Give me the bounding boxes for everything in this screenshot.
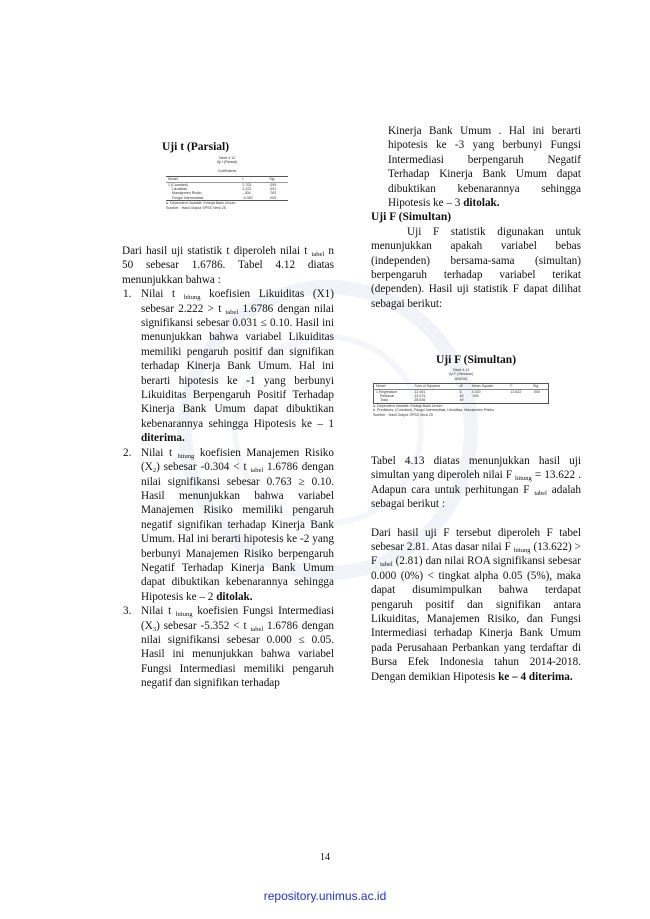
table-note: a. Dependent Variable: Kinerja Bank Umum (166, 201, 236, 206)
list-item: 3.Nilai t hitung koefisien Fungsi Interm… (123, 605, 335, 690)
col-t: t (242, 177, 244, 182)
table-caption-2: Uji F (Simultan) (448, 372, 474, 377)
list-item: 1.Nilai t hitung koefisien Likuiditas (X… (123, 288, 335, 445)
right-body-bottom: Tabel 4.13 diatas menunjukkan hasil uji … (371, 454, 581, 684)
repository-footer-link[interactable]: repository.unimus.ac.id (263, 889, 387, 903)
continuation-paragraph: Kinerja Bank Umum . Hal ini berarti hipo… (388, 125, 581, 210)
table-note: a. Dependent Variable: Kinerja Bank Umum (373, 403, 443, 408)
col-ms: Mean Square (471, 384, 494, 389)
table-row: Fungsi Intermediasi -5.352 .000 (172, 195, 277, 200)
f-result-paragraph: Tabel 4.13 diatas menunjukkan hasil uji … (371, 455, 581, 511)
heading-uji-t: Uji t (Parsial) (162, 141, 230, 153)
table-source: Sumber : Hasil Output SPSS Versi 25 (166, 205, 226, 210)
table-f-title: Uji F (Simultan) (435, 354, 517, 366)
col-ss: Sum of Squares (414, 384, 441, 389)
heading-uji-f: Uji F (Simultan) (371, 211, 452, 224)
anova-table: Model Sum of Squares df Mean Square F Si… (373, 383, 549, 404)
table-row: Likuiditas 2.222 .031 (172, 187, 277, 192)
intro-paragraph: Dari hasil uji statistik t diperoleh nil… (122, 245, 335, 286)
col-sig: Sig. (533, 384, 540, 389)
anova-title: ANOVA (454, 376, 468, 381)
coefficients-title: Coefficients (217, 168, 237, 173)
col-sig: Sig. (269, 177, 276, 182)
col-model: Model (168, 177, 178, 182)
table-source: Sumber : Hasil Output SPSS Versi 25 (373, 412, 433, 417)
coefficients-table: Model t Sig. 1 (Constant) 2.703 .009 Lik… (166, 176, 288, 202)
table-caption: Tabel 4.12 (218, 156, 236, 160)
table-note: b. Predictors: (Constant), Fungsi Interm… (373, 408, 494, 413)
list-item: 2.Nilai t hitung koefisien Manajemen Ris… (123, 446, 334, 603)
table-row: 1 (Constant) 2.703 .009 (168, 182, 277, 187)
page-number: 14 (320, 852, 330, 863)
f-intro-paragraph: Uji F statistik digunakan untuk menunjuk… (371, 225, 581, 310)
col-df: df (459, 384, 463, 389)
col-f: F (510, 384, 513, 389)
table-uji-f: Tabel 4.13 Uji F (Simultan) ANOVA Model … (373, 368, 549, 417)
table-row: Manajemen Risiko -.304 .763 (172, 191, 277, 196)
col-model: Model (376, 384, 386, 389)
table-caption-2: Uji t (Parsial) (216, 160, 238, 165)
left-body: Dari hasil uji statistik t diperoleh nil… (122, 244, 334, 691)
f-conclusion-paragraph: Dari hasil uji F tersebut diperoleh F ta… (371, 526, 581, 683)
results-list: 1.Nilai t hitung koefisien Likuiditas (X… (122, 287, 334, 690)
table-caption: Tabel 4.13 (452, 368, 470, 372)
table-uji-t: Tabel 4.12 Uji t (Parsial) Coefficients … (166, 156, 288, 210)
right-body-top: Kinerja Bank Umum . Hal ini berarti hipo… (371, 124, 581, 311)
